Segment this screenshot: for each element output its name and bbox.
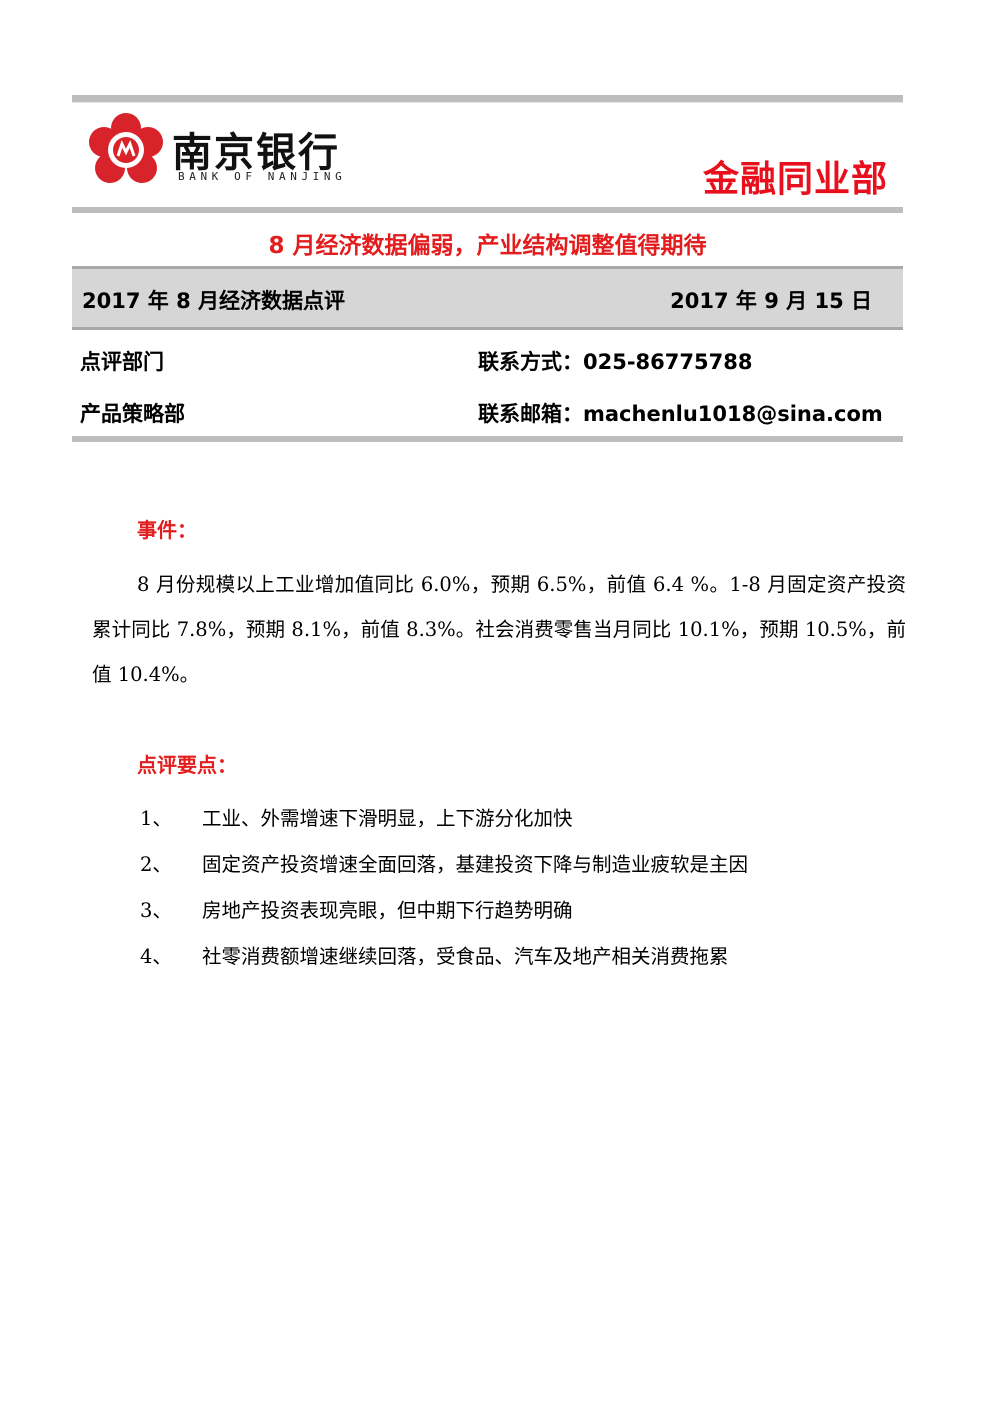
top-divider bbox=[72, 95, 903, 103]
bank-name-en: BANK OF NANJING bbox=[178, 170, 347, 183]
event-paragraph: 8 月份规模以上工业增加值同比 6.0%，预期 6.5%，前值 6.4 %。1-… bbox=[92, 573, 906, 686]
bank-flower-logo-icon bbox=[89, 113, 163, 183]
department-name: 金融同业部 bbox=[702, 158, 888, 200]
list-item-number: 3、 bbox=[140, 899, 172, 922]
list-item: 1、 工业、外需增速下滑明显，上下游分化加快 bbox=[140, 802, 573, 831]
review-dept-value: 产品策略部 bbox=[80, 402, 185, 426]
list-item-text: 房地产投资表现亮眼，但中期下行趋势明确 bbox=[202, 899, 573, 922]
list-item-number: 4、 bbox=[140, 945, 172, 968]
contact-phone: 联系方式：025-86775788 bbox=[478, 350, 753, 374]
list-item-number: 1、 bbox=[140, 807, 172, 830]
report-info-band bbox=[72, 266, 903, 330]
report-title: 8 月经济数据偏弱，产业结构调整值得期待 bbox=[268, 233, 707, 259]
list-item: 2、 固定资产投资增速全面回落，基建投资下降与制造业疲软是主因 bbox=[140, 848, 748, 877]
report-date: 2017 年 9 月 15 日 bbox=[670, 289, 872, 313]
bank-name-cn: 南京银行 bbox=[172, 130, 340, 176]
points-heading: 点评要点： bbox=[137, 753, 237, 777]
bank-logo: 南京银行 BANK OF NANJING bbox=[88, 110, 348, 194]
list-item: 3、 房地产投资表现亮眼，但中期下行趋势明确 bbox=[140, 894, 573, 923]
report-subject: 2017 年 8 月经济数据点评 bbox=[82, 289, 345, 313]
contact-email: 联系邮箱：machenlu1018@sina.com bbox=[478, 402, 883, 426]
header-divider bbox=[72, 207, 903, 213]
list-item-number: 2、 bbox=[140, 853, 172, 876]
list-item-text: 社零消费额增速继续回落，受食品、汽车及地产相关消费拖累 bbox=[202, 945, 729, 968]
list-item: 4、 社零消费额增速继续回落，受食品、汽车及地产相关消费拖累 bbox=[140, 940, 729, 969]
list-item-text: 固定资产投资增速全面回落，基建投资下降与制造业疲软是主因 bbox=[202, 853, 749, 876]
list-item-text: 工业、外需增速下滑明显，上下游分化加快 bbox=[202, 807, 573, 830]
review-dept-label: 点评部门 bbox=[80, 350, 164, 374]
event-heading: 事件： bbox=[137, 518, 197, 542]
info-divider bbox=[72, 436, 903, 442]
